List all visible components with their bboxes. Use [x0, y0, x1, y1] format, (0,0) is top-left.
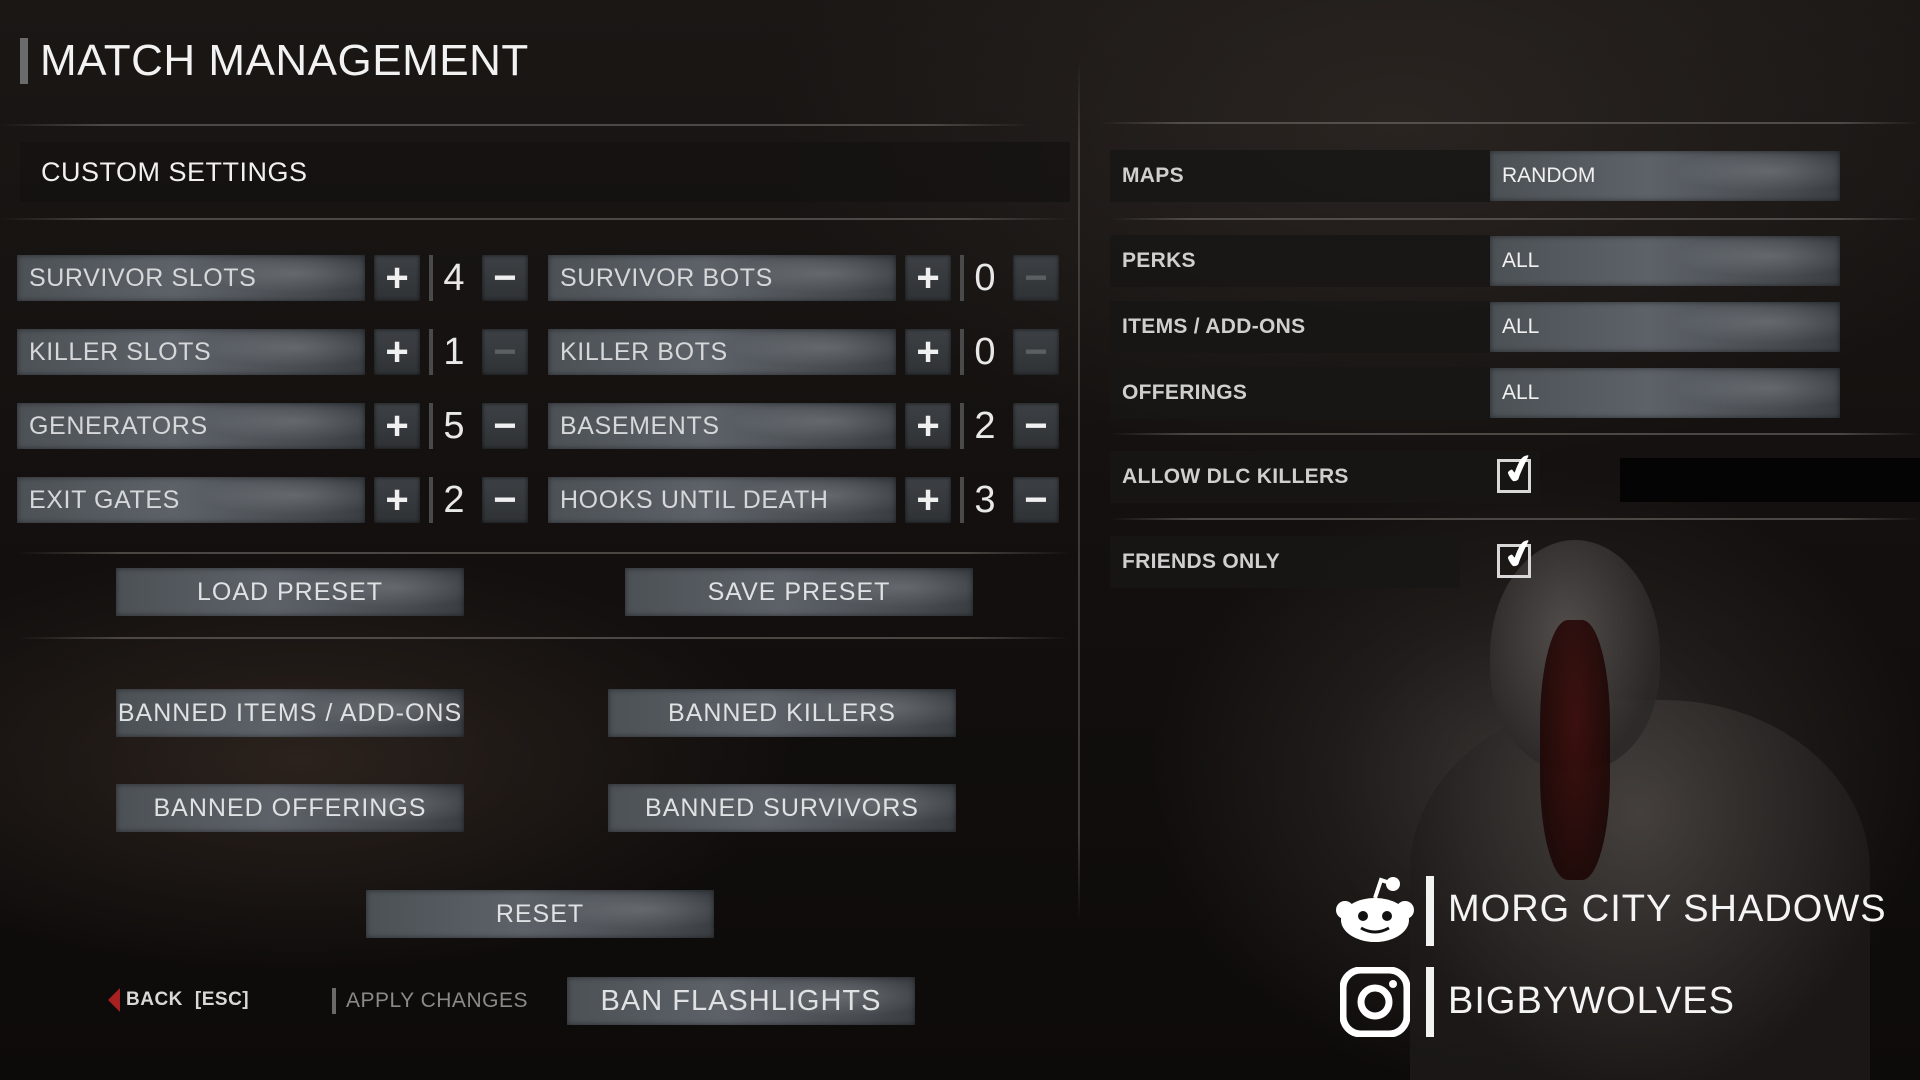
- back-label: BACK: [126, 989, 183, 1010]
- allow-dlc-killers-label: ALLOW DLC KILLERS: [1122, 465, 1349, 488]
- load-preset-button[interactable]: LOAD PRESET: [116, 568, 464, 616]
- perks-dropdown[interactable]: ALL: [1490, 236, 1840, 286]
- allow-dlc-killers-checkbox[interactable]: [1497, 459, 1531, 493]
- stat-label-basements: BASEMENTS: [548, 403, 896, 449]
- maps-dropdown[interactable]: RANDOM: [1490, 151, 1840, 201]
- value-separator: [429, 403, 433, 449]
- killer-bots-value: 0: [974, 330, 996, 373]
- divider: [18, 552, 1070, 554]
- ban-flashlights-button[interactable]: BAN FLASHLIGHTS: [567, 977, 915, 1025]
- generators-value: 5: [443, 404, 465, 447]
- page-title: MATCH MANAGEMENT: [40, 36, 529, 85]
- survivor-bots-value: 0: [974, 256, 996, 299]
- hooks-until-death-value: 3: [974, 478, 996, 521]
- hooks-until-death-plus-button[interactable]: +: [905, 477, 951, 523]
- save-preset-button[interactable]: SAVE PRESET: [625, 568, 973, 616]
- option-row-bg: [1110, 150, 1490, 202]
- reset-button[interactable]: RESET: [366, 890, 714, 938]
- reddit-handle: MORG CITY SHADOWS: [1448, 888, 1887, 930]
- custom-settings-title: CUSTOM SETTINGS: [41, 157, 308, 187]
- option-row-bg: [1110, 536, 1460, 588]
- survivor-slots-plus-button[interactable]: +: [374, 255, 420, 301]
- generators-minus-button[interactable]: −: [482, 403, 528, 449]
- divider: [1100, 122, 1920, 124]
- apply-changes-label: APPLY CHANGES: [346, 989, 528, 1012]
- title-accent-bar: [20, 38, 28, 84]
- back-arrow-icon: [108, 988, 120, 1012]
- stat-label-hooks-until-death: HOOKS UNTIL DEATH: [548, 477, 896, 523]
- killer-slots-plus-button[interactable]: +: [374, 329, 420, 375]
- background-figure-body: [1410, 700, 1870, 1080]
- stat-label-survivor-bots: SURVIVOR BOTS: [548, 255, 896, 301]
- divider: [18, 637, 1070, 639]
- divider: [0, 124, 1030, 126]
- social-divider: [1426, 967, 1434, 1037]
- friends-only-checkbox[interactable]: [1497, 544, 1531, 578]
- divider: [1110, 433, 1920, 435]
- value-separator: [960, 329, 964, 375]
- back-key-hint: [ESC]: [194, 989, 250, 1010]
- perks-label: PERKS: [1122, 249, 1196, 272]
- background-figure-detail: [1540, 620, 1610, 880]
- value-separator: [429, 255, 433, 301]
- banned-survivors-button[interactable]: BANNED SURVIVORS: [608, 784, 956, 832]
- option-row-bg: [1110, 235, 1490, 287]
- instagram-handle: BIGBYWOLVES: [1448, 980, 1735, 1022]
- exit-gates-value: 2: [443, 478, 465, 521]
- apply-accent-bar: [332, 988, 336, 1014]
- friends-only-label: FRIENDS ONLY: [1122, 550, 1281, 573]
- survivor-bots-minus-button[interactable]: −: [1013, 255, 1059, 301]
- survivor-slots-minus-button[interactable]: −: [482, 255, 528, 301]
- custom-settings-header: [20, 142, 1070, 202]
- stat-label-killer-slots: KILLER SLOTS: [17, 329, 365, 375]
- social-divider: [1426, 876, 1434, 946]
- value-separator: [429, 477, 433, 523]
- value-separator: [960, 477, 964, 523]
- reddit-icon: [1333, 874, 1417, 944]
- killer-bots-plus-button[interactable]: +: [905, 329, 951, 375]
- stat-label-exit-gates: EXIT GATES: [17, 477, 365, 523]
- stat-label-generators: GENERATORS: [17, 403, 365, 449]
- divider: [0, 218, 1070, 220]
- survivor-slots-value: 4: [443, 256, 465, 299]
- generators-plus-button[interactable]: +: [374, 403, 420, 449]
- banned-items-button[interactable]: BANNED ITEMS / ADD-ONS: [116, 689, 464, 737]
- apply-changes-button[interactable]: APPLY CHANGES: [332, 988, 528, 1014]
- option-row-bg: [1110, 301, 1490, 353]
- value-separator: [960, 403, 964, 449]
- basements-plus-button[interactable]: +: [905, 403, 951, 449]
- banned-killers-button[interactable]: BANNED KILLERS: [608, 689, 956, 737]
- basements-minus-button[interactable]: −: [1013, 403, 1059, 449]
- basements-value: 2: [974, 404, 996, 447]
- killer-slots-minus-button[interactable]: −: [482, 329, 528, 375]
- exit-gates-minus-button[interactable]: −: [482, 477, 528, 523]
- maps-label: MAPS: [1122, 164, 1184, 187]
- value-separator: [429, 329, 433, 375]
- instagram-icon: [1339, 966, 1411, 1038]
- offerings-label: OFFERINGS: [1122, 381, 1248, 404]
- value-separator: [960, 255, 964, 301]
- back-button[interactable]: BACK [ESC]: [108, 988, 249, 1012]
- shadow-band: [1620, 458, 1920, 502]
- offerings-dropdown[interactable]: ALL: [1490, 368, 1840, 418]
- option-row-bg: [1110, 451, 1540, 503]
- items-dropdown[interactable]: ALL: [1490, 302, 1840, 352]
- divider: [1110, 518, 1920, 520]
- banned-offerings-button[interactable]: BANNED OFFERINGS: [116, 784, 464, 832]
- exit-gates-plus-button[interactable]: +: [374, 477, 420, 523]
- items-label: ITEMS / ADD-ONS: [1122, 315, 1306, 338]
- panel-divider: [1078, 60, 1080, 920]
- survivor-bots-plus-button[interactable]: +: [905, 255, 951, 301]
- stat-label-survivor-slots: SURVIVOR SLOTS: [17, 255, 365, 301]
- stat-label-killer-bots: KILLER BOTS: [548, 329, 896, 375]
- option-row-bg: [1110, 367, 1490, 419]
- hooks-until-death-minus-button[interactable]: −: [1013, 477, 1059, 523]
- killer-slots-value: 1: [443, 330, 465, 373]
- killer-bots-minus-button[interactable]: −: [1013, 329, 1059, 375]
- divider: [1110, 218, 1920, 220]
